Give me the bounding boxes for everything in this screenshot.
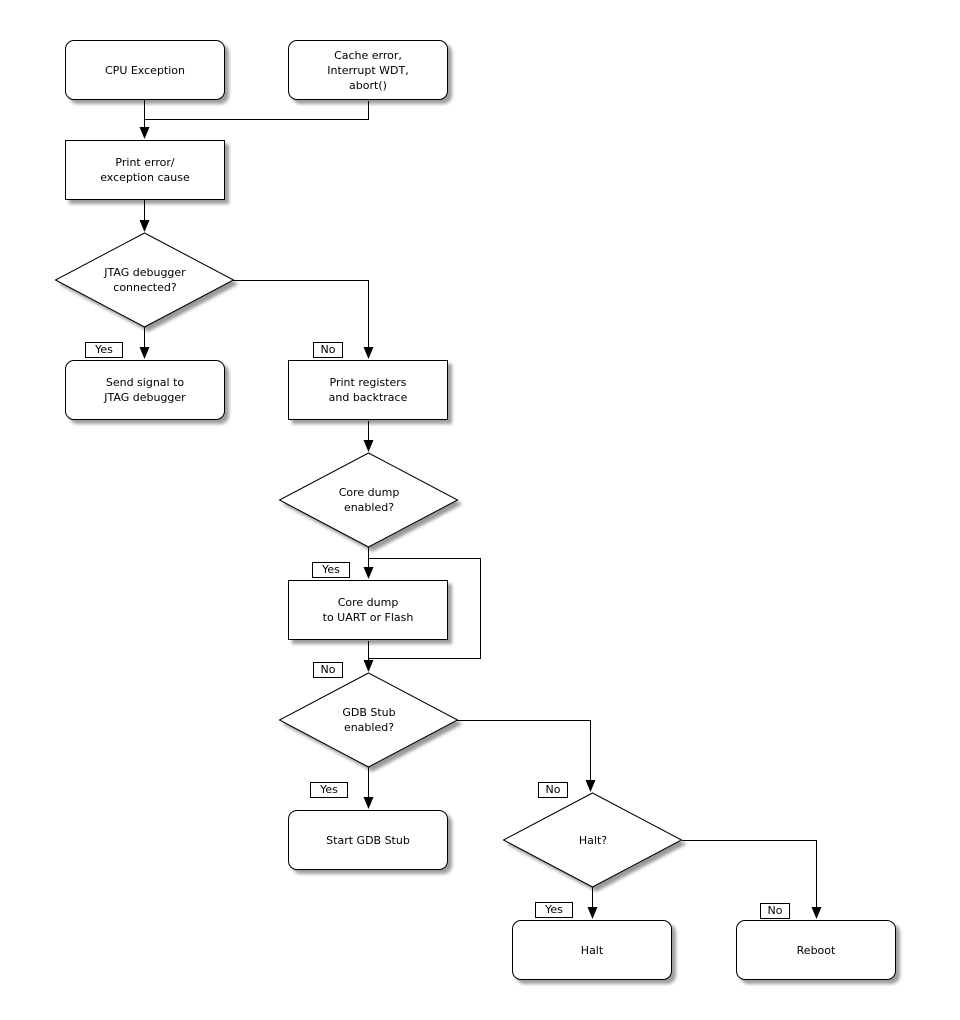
edge-label-gdb-yes: Yes [310,782,348,798]
node-halt: Halt [512,920,672,980]
node-send-signal: Send signal to JTAG debugger [65,360,225,420]
node-print-registers: Print registers and backtrace [288,360,448,420]
node-start-gdb-stub: Start GDB Stub [288,810,448,870]
decision-core-dump-enabled-shape [278,452,459,548]
edge-label-core-dump-no: No [313,662,343,678]
node-cache-error: Cache error, Interrupt WDT, abort() [288,40,448,100]
decision-gdb-stub-enabled-shape [278,672,459,768]
edge-jtag-no-to-print-registers [233,280,374,359]
edge-label-jtag-no: No [313,342,343,358]
node-print-error: Print error/ exception cause [65,140,225,200]
edge-label-halt-no: No [760,903,790,919]
edge-core-dump-no-bypass [368,558,481,659]
edge-halt-no-to-reboot [682,840,822,919]
edge-cache-error-merge [145,101,369,120]
edge-label-jtag-yes: Yes [85,342,123,358]
edge-gdb-no-to-halt-decision [457,720,596,792]
node-cpu-exception: CPU Exception [65,40,225,100]
decision-halt-shape [502,792,683,888]
node-core-dump-write: Core dump to UART or Flash [288,580,448,640]
decision-jtag-connected-shape [54,232,235,328]
edge-label-halt-yes: Yes [535,902,573,918]
edge-label-gdb-no: No [538,782,568,798]
edge-label-core-dump-yes: Yes [312,562,350,578]
node-reboot: Reboot [736,920,896,980]
